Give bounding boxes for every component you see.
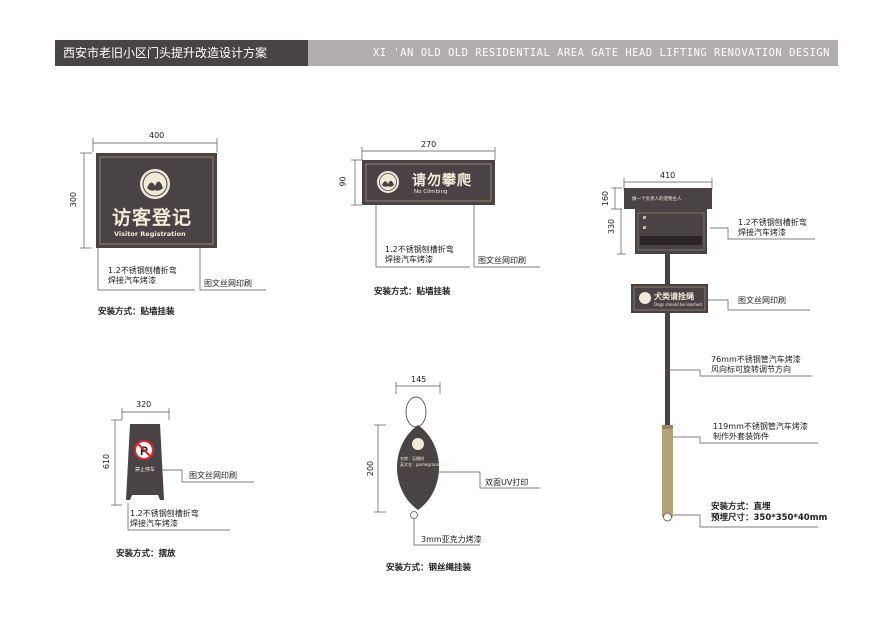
sign3-pole-119: [662, 425, 673, 517]
sign2-note-material: 1.2不锈钢刨槽折弯 焊接汽车烤漆: [385, 245, 454, 264]
sign3-note-pipe76: 76mm不锈钢管汽车烤漆 风向标可旋转调节方向: [711, 355, 801, 374]
sign3-height-dim-mid: 330: [607, 218, 617, 235]
sign5-height-dim: 200: [366, 460, 376, 477]
sign4-install: 安装方式：摆放: [116, 549, 176, 559]
sign4-note-material: 1.2不锈钢刨槽折弯 焊接汽车烤漆: [130, 509, 199, 528]
sign1-note-print: 图文丝网印刷: [204, 279, 252, 288]
sign5-line1: 名称：石榴树: [400, 456, 424, 461]
sign5-note-print: 双面UV打印: [485, 478, 529, 487]
sign4-width-dim: 320: [136, 400, 152, 409]
sign1-height-dim: 300: [69, 191, 79, 208]
sign2-emblem: [377, 171, 399, 193]
sign3-height-dim-top: 160: [601, 190, 611, 207]
sign4-note-print: 图文丝网印刷: [189, 471, 237, 480]
sign5-string: [405, 396, 427, 428]
sign2-install: 安装方式：贴墙挂装: [374, 287, 451, 297]
sign3-width-dim: 410: [660, 171, 676, 180]
sign4-height-dim: 610: [102, 453, 112, 470]
sign3-dog-title: 犬类请拴绳: [654, 292, 694, 301]
sign1-note-material: 1.2不锈钢刨槽折弯 焊接汽车烤漆: [108, 266, 177, 285]
sign5-tag: [397, 425, 439, 510]
sign3-pole-76: [665, 313, 670, 425]
sign1-panel: [96, 153, 217, 248]
sign3-note-print: 图文丝网印刷: [738, 296, 786, 305]
sign2-height-dim: 90: [338, 176, 348, 187]
sign4-frame: [126, 424, 164, 500]
sign2-subtitle: No Climbing: [414, 189, 448, 195]
header-title-en: XI 'AN OLD OLD RESIDENTIAL AREA GATE HEA…: [308, 40, 838, 66]
sign5-line2: 英文名：pomegranate tree: [400, 462, 453, 467]
sign5-width-dim: 145: [411, 375, 427, 384]
sign1-title: 访客登记: [112, 207, 193, 229]
sign1-emblem: [140, 169, 170, 199]
sign5-install: 安装方式：钢丝绳挂装: [386, 563, 472, 573]
sign2-note-print: 图文丝网印刷: [478, 256, 526, 265]
sign3-dog-sub: Dogs should be leashed: [654, 302, 702, 307]
sign2-title: 请勿攀爬: [412, 173, 472, 189]
header-title-cn: 西安市老旧小区门头提升改造设计方案: [55, 40, 308, 66]
sign3-top-board: [624, 188, 712, 209]
sign3-install: 安装方式：直埋 预埋尺寸：350*350*40mm: [711, 502, 828, 523]
sign3-top-text: 做一个负责人的宠物主人: [632, 197, 682, 202]
sign3-note-material: 1.2不锈钢刨槽折弯 焊接汽车烤漆: [738, 218, 807, 237]
sign2-width-dim: 270: [421, 140, 437, 149]
sign1-width-dim: 400: [149, 131, 165, 140]
sign3-info-board: [635, 209, 707, 254]
sign3-pole-upper: [665, 254, 670, 284]
sign3-note-pipe119: 119mm不锈钢管汽车烤漆 制作外套装饰件: [713, 422, 808, 441]
sign1-install: 安装方式：贴墙挂装: [98, 307, 175, 317]
sign4-label: 禁止停车: [135, 467, 156, 473]
sign5-note-material: 3mm亚克力烤漆: [421, 535, 482, 544]
sign1-subtitle: Visitor Registration: [114, 230, 186, 238]
